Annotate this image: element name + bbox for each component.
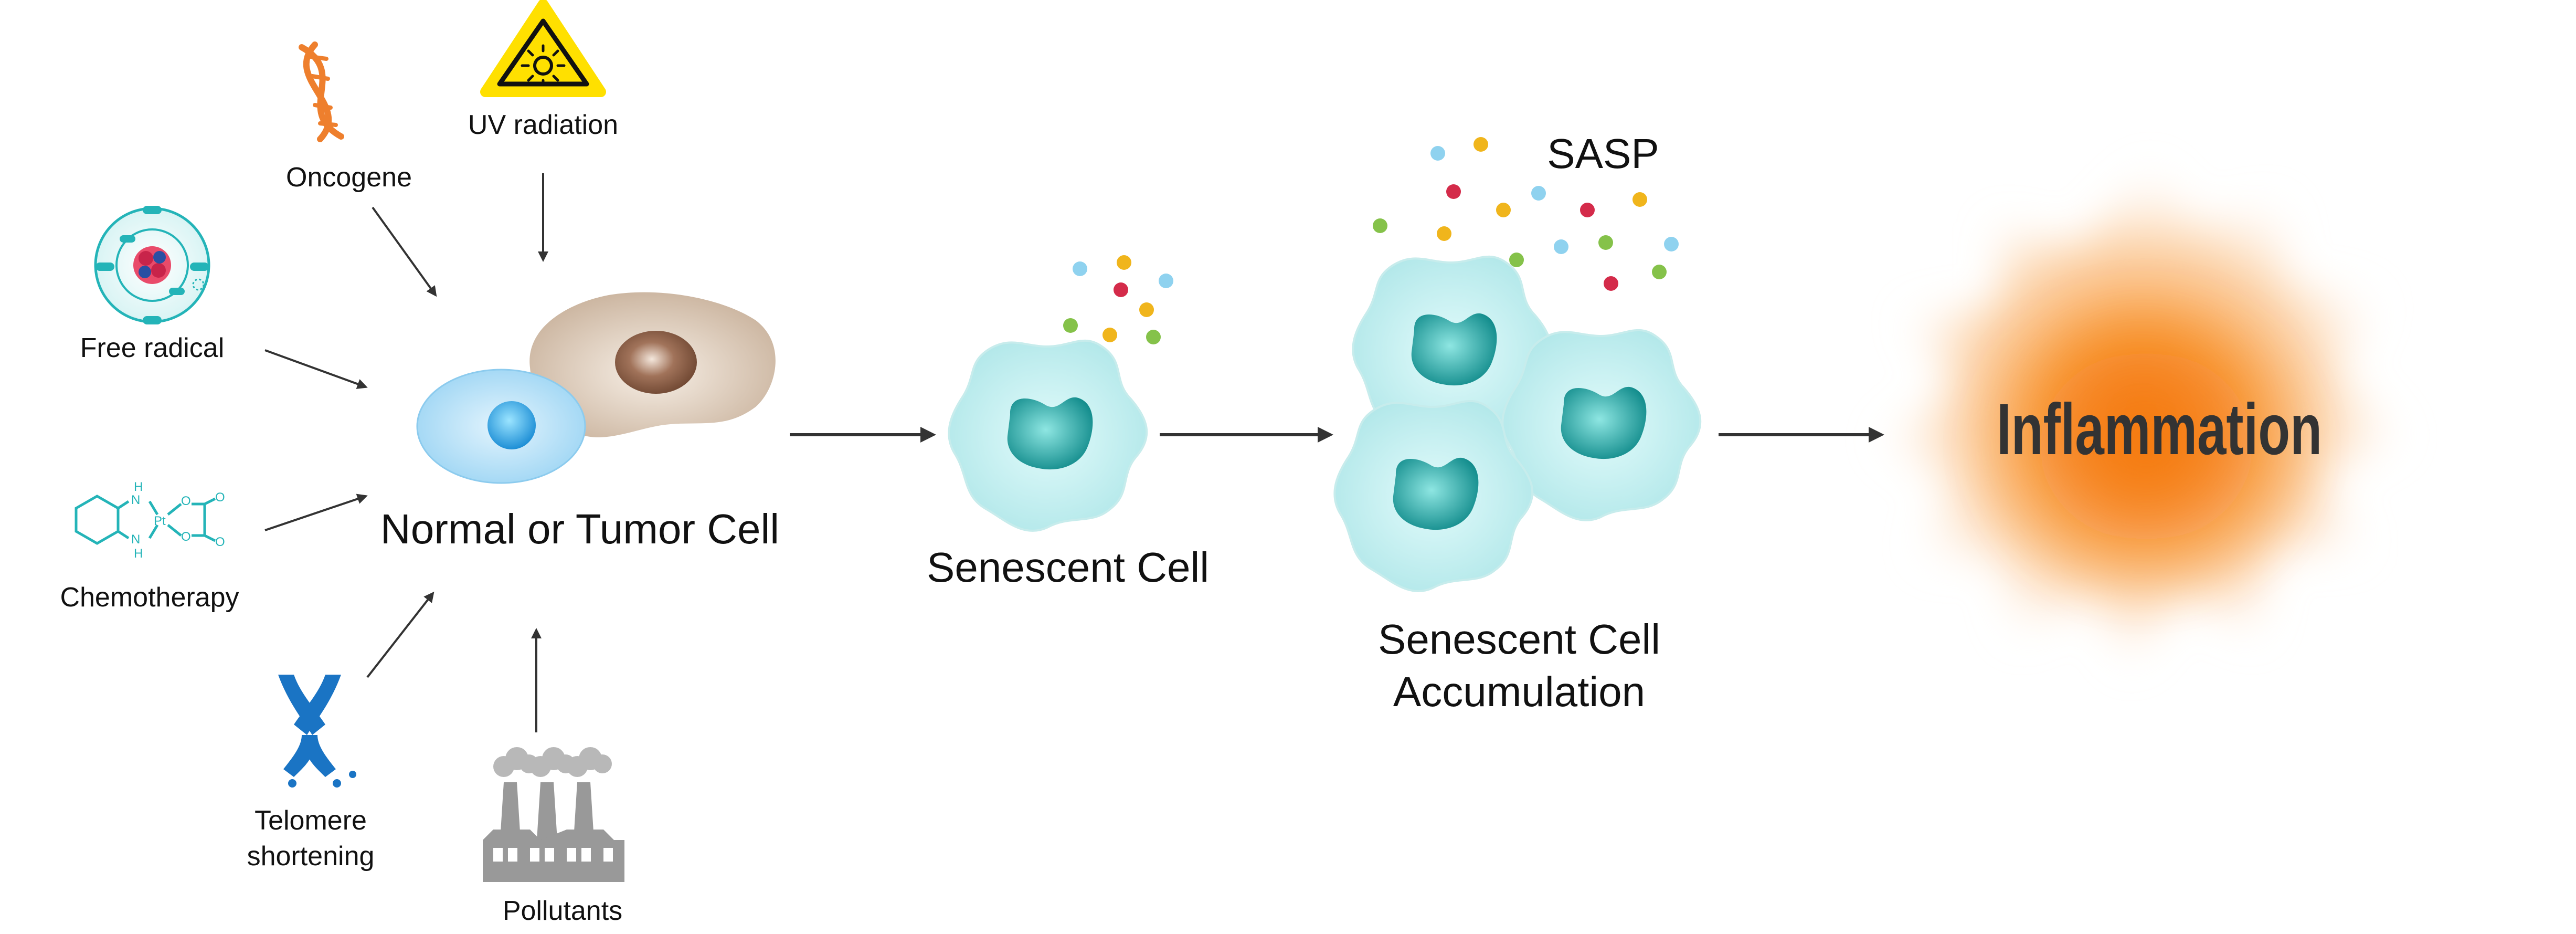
sasp-label: SASP (1547, 130, 1659, 177)
radiation-warning-icon (480, 0, 606, 97)
svg-text:O: O (215, 535, 225, 549)
arrow-telomere (366, 591, 434, 678)
svg-text:O: O (181, 494, 191, 508)
svg-text:N: N (131, 493, 140, 507)
chemotherapy-molecule-icon (75, 495, 216, 545)
sasp-large-cluster (1373, 137, 1679, 291)
atom-icon (94, 206, 210, 324)
normal-cell (416, 369, 586, 484)
inflammation-label: Inflammation (1997, 389, 2322, 470)
accumulation-label-line1: Senescent Cell (1378, 616, 1660, 663)
senescent-cell-bottom (1333, 400, 1534, 592)
senescent-cell-label: Senescent Cell (927, 544, 1209, 591)
free-radical-label: Free radical (80, 333, 225, 363)
factory-icon (483, 747, 624, 882)
svg-text:Pt: Pt (154, 514, 166, 528)
telomere-label-line1: Telomere (255, 805, 367, 836)
svg-text:N: N (131, 532, 140, 547)
oncogene-label: Oncogene (286, 162, 412, 193)
svg-text:H: H (134, 480, 143, 494)
tumor-cell (529, 292, 776, 437)
svg-text:H: H (134, 547, 143, 561)
accumulation-label-line2: Accumulation (1393, 668, 1645, 715)
senescent-cell (948, 339, 1148, 532)
telomere-label-line2: shortening (247, 841, 375, 872)
chromosome-icon (278, 675, 356, 788)
svg-text:O: O (215, 490, 225, 505)
chemotherapy-atom-labels: H N Pt N H O O O O (131, 480, 225, 561)
arrow-free-radical (264, 349, 368, 389)
chemotherapy-label: Chemotherapy (60, 582, 239, 613)
inflammation-burst (1868, 158, 2414, 677)
sasp-small-cluster (1063, 255, 1173, 344)
pollutants-label: Pollutants (503, 896, 622, 926)
arrow-chemotherapy (264, 494, 368, 531)
svg-text:O: O (181, 530, 191, 544)
arrow-oncogene (372, 206, 437, 297)
normal-tumor-cell-label: Normal or Tumor Cell (380, 506, 779, 552)
dna-icon (299, 41, 344, 142)
uv-radiation-label: UV radiation (468, 110, 618, 140)
